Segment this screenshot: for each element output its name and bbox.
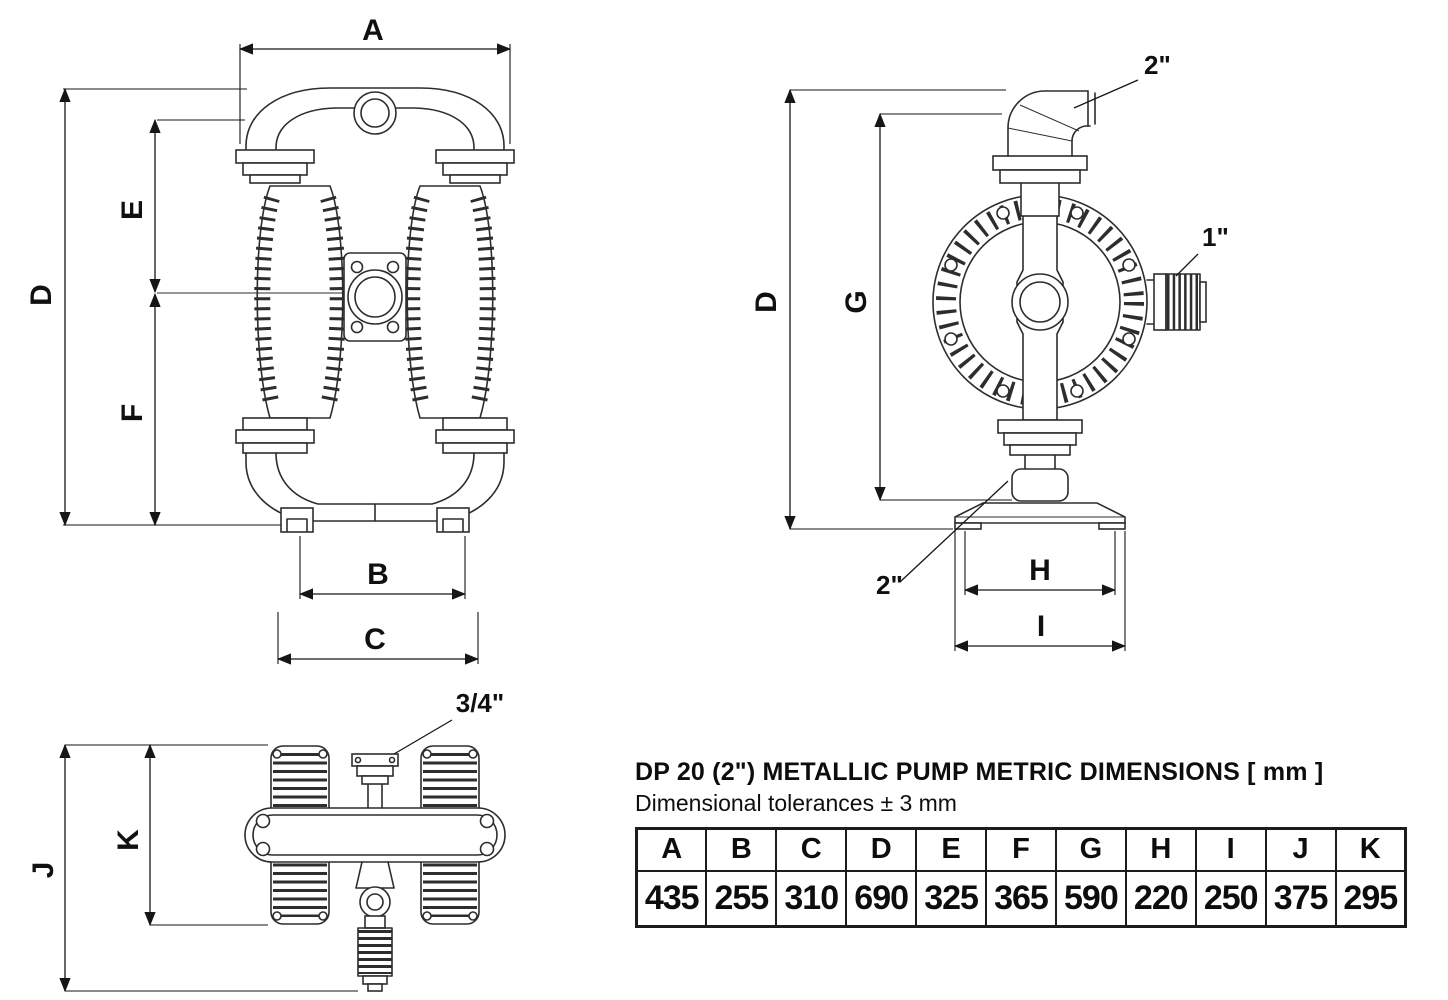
dimension-h: H [963, 531, 1117, 596]
pump-front-top-manifold [235, 87, 515, 184]
dim-label-j: J [27, 862, 60, 879]
col-header-e: E [915, 827, 988, 872]
dimensions-table: A B C D E F G H I J K 435 255 310 690 32… [635, 827, 1407, 928]
dim-label-d-side: D [750, 291, 783, 313]
pump-front-bottom-manifold [235, 417, 515, 533]
table-title: DP 20 (2") METALLIC PUMP METRIC DIMENSIO… [635, 758, 1324, 786]
dimensions-table-block: DP 20 (2") METALLIC PUMP METRIC DIMENSIO… [635, 758, 1407, 928]
top-view-drawing: J K [27, 690, 506, 993]
front-view-drawing: A D E F B C [25, 14, 515, 665]
pump-front-center-flange [343, 252, 407, 342]
dimension-a: A [238, 14, 512, 144]
col-value-b: 255 [705, 869, 778, 928]
bottom-port-label-group: 2" [876, 480, 1009, 600]
col-header-f: F [985, 827, 1057, 872]
dim-label-h: H [1029, 554, 1051, 587]
side-port-1in [1146, 273, 1207, 331]
pump-front-left-chamber [254, 185, 346, 419]
pump-front-right-chamber [404, 185, 496, 419]
table-value-row: 435 255 310 690 325 365 590 220 250 375 … [635, 869, 1407, 928]
table-subtitle: Dimensional tolerances ± 3 mm [635, 790, 957, 816]
dim-label-i: I [1037, 610, 1045, 643]
port-label-1in: 1" [1202, 222, 1229, 252]
dim-label-d-front: D [25, 284, 58, 306]
dim-label-k: K [112, 829, 145, 851]
col-value-f: 365 [985, 869, 1057, 928]
col-value-c: 310 [775, 869, 848, 928]
dimension-d-front: D [25, 87, 312, 527]
leader-line-1in [1175, 253, 1199, 277]
dim-label-b: B [367, 558, 389, 591]
dimension-c: C [276, 612, 480, 665]
col-header-b: B [705, 827, 778, 872]
leader-line-bottom-2in [899, 480, 1009, 583]
dim-label-a: A [362, 14, 384, 47]
top-port-circle [353, 91, 397, 135]
table-header-row: A B C D E F G H I J K [635, 827, 1407, 872]
dimension-j: J [27, 743, 358, 993]
dimension-e: E [116, 118, 245, 294]
col-header-a: A [635, 827, 708, 872]
side-view-drawing: D G [750, 50, 1229, 652]
pump-side-body [932, 194, 1148, 421]
side-port-label-group: 1" [1175, 222, 1229, 277]
col-header-j: J [1264, 827, 1337, 872]
col-header-k: K [1334, 827, 1407, 872]
col-value-a: 435 [635, 869, 708, 928]
center-flange-34in [351, 753, 399, 809]
col-header-h: H [1124, 827, 1197, 872]
top-elbow-port [992, 90, 1096, 217]
dimension-k: K [112, 743, 268, 927]
dimension-b: B [298, 536, 467, 600]
col-header-i: I [1194, 827, 1267, 872]
col-header-d: D [845, 827, 918, 872]
dim-label-g: G [840, 290, 873, 313]
dimension-g: G [840, 112, 1012, 502]
col-value-d: 690 [845, 869, 918, 928]
col-value-h: 220 [1124, 869, 1197, 928]
col-value-g: 590 [1054, 869, 1127, 928]
top-center-manifold [244, 807, 506, 863]
col-header-c: C [775, 827, 848, 872]
right-foot [436, 507, 470, 533]
top-port-label-group: 2" [1073, 50, 1171, 109]
port-label-bottom-2in: 2" [876, 570, 903, 600]
port-label-34in: 3/4" [456, 690, 504, 718]
port-label-top-2in: 2" [1144, 50, 1171, 80]
col-value-k: 295 [1334, 869, 1407, 928]
col-value-i: 250 [1194, 869, 1267, 928]
dimension-i: I [953, 531, 1127, 652]
left-foot [280, 507, 314, 533]
col-value-e: 325 [915, 869, 988, 928]
col-value-j: 375 [1264, 869, 1337, 928]
leader-line-34in [393, 719, 453, 755]
col-header-g: G [1054, 827, 1127, 872]
dim-label-f: F [116, 404, 149, 422]
bottom-port-and-base [954, 419, 1126, 530]
center-port-circle [347, 269, 403, 325]
top-bottom-assembly [355, 861, 395, 992]
leader-line-top-2in [1073, 79, 1139, 109]
dimension-f: F [116, 292, 345, 527]
center-port-label-group: 3/4" [393, 690, 504, 755]
dim-label-e: E [116, 200, 149, 220]
dim-label-c: C [364, 623, 386, 656]
dimension-d-side: D [750, 88, 1006, 531]
